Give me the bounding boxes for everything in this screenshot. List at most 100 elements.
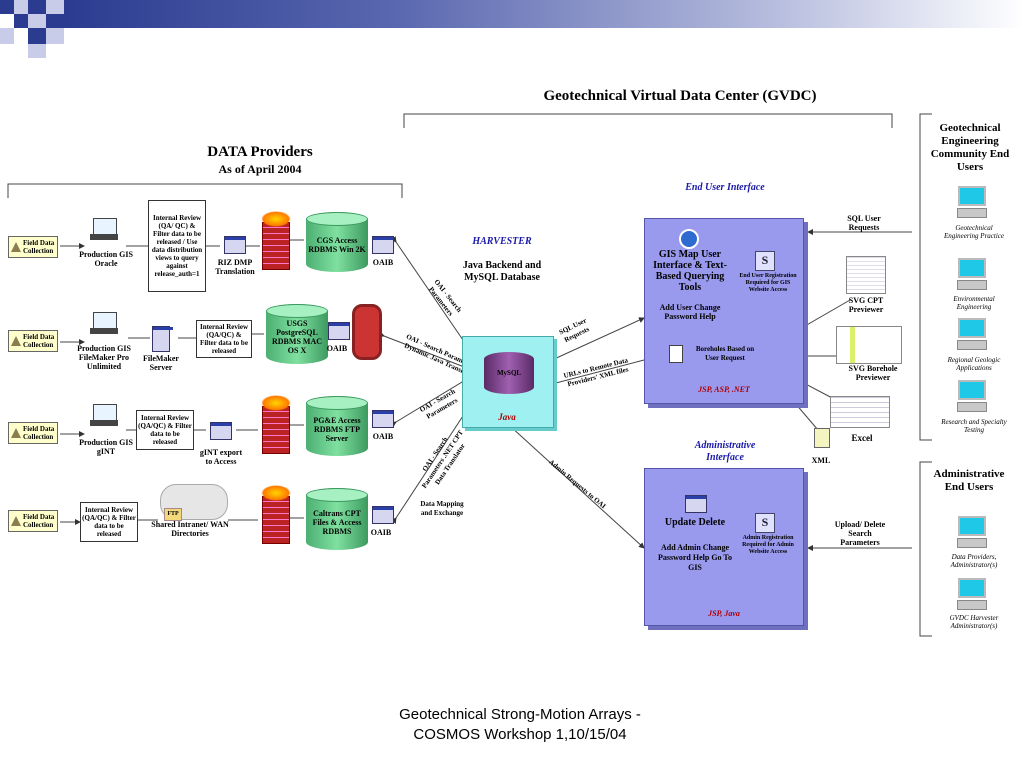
providers-subtitle: As of April 2004 [218, 162, 302, 176]
translation-label: RIZ DMP Translation [215, 258, 255, 276]
community-title: Geotechnical Engineering Community End U… [930, 122, 1010, 173]
window-icon [224, 236, 246, 254]
deco-square [46, 14, 64, 28]
end-user-panel: GIS Map User Interface & Text-Based Quer… [644, 218, 804, 404]
excel-label: Excel [851, 433, 873, 443]
firewall-ring-icon [352, 304, 382, 360]
end-user-items: Add User Change Password Help [659, 303, 721, 321]
document-icon [669, 345, 683, 363]
window-icon [210, 422, 232, 440]
production-gis-label: Production GIS FileMaker Pro Unlimited [77, 344, 131, 371]
window-icon [372, 506, 394, 524]
admin-registration: Admin Registration Required for Admin We… [742, 535, 794, 555]
computer-icon [90, 218, 118, 240]
admin-user-label: Data Providers, Administrator(s) [950, 553, 998, 569]
deco-square [28, 44, 46, 58]
review-box: Internal Review (QA/QC) & Filter data to… [196, 320, 252, 358]
oaib-label: OAIB [370, 528, 392, 537]
database-label: USGS PostgreSQL RDBMS MAC OS X [272, 319, 322, 355]
firewall-icon [261, 395, 291, 454]
excel-thumb [830, 396, 890, 428]
admin-heading: Administrative Interface [694, 440, 756, 463]
computer-icon [90, 312, 118, 334]
firewall-icon [261, 485, 291, 544]
borehole-preview-thumb [836, 326, 902, 364]
deco-square [46, 28, 64, 44]
computer-icon [957, 516, 987, 550]
deco-square [28, 14, 46, 28]
footer-line-2: COSMOS Workshop 1,10/15/04 [413, 726, 627, 743]
harvester-desc: Java Backend and MySQL Database [462, 260, 542, 283]
harvester-title: HARVESTER [472, 236, 532, 247]
server-icon [152, 326, 173, 352]
deco-square [14, 14, 28, 28]
field-data-box: Field Data Collection [8, 236, 58, 258]
field-data-box: Field Data Collection [8, 330, 58, 352]
end-user-heading: End User Interface [685, 182, 765, 193]
user-type-label: Research and Specialty Testing [941, 418, 1007, 434]
deco-square [28, 0, 46, 14]
arrow-label: Data Mapping and Exchange [420, 500, 464, 517]
production-gis-label: Production GIS Oracle [79, 250, 133, 268]
svg-borehole-label: SVG Borehole Previewer [848, 364, 898, 382]
oaib-label: OAIB [326, 344, 348, 353]
database-label: PG&E Access RDBMS FTP Server [313, 415, 361, 443]
mysql-cylinder: MySQL [484, 352, 534, 394]
upload-delete-label: Upload/ Delete Search Parameters [834, 520, 886, 547]
xml-label: XML [811, 456, 831, 465]
footer-line-1: Geotechnical Strong-Motion Arrays - [399, 706, 641, 723]
admin-panel: Update Delete Add Admin Change Password … [644, 468, 804, 626]
user-type-label: Geotechnical Engineering Practice [943, 224, 1005, 240]
xml-file-icon [814, 428, 830, 448]
review-box: Internal Review (QA/ QC) & Filter data t… [148, 200, 206, 292]
cpt-preview-thumb [846, 256, 886, 294]
user-type-label: Environmental Engineering [953, 295, 995, 311]
registration-icon: S [755, 251, 775, 271]
field-data-box: Field Data Collection [8, 422, 58, 444]
production-gis-label: Production GIS gINT [79, 438, 133, 456]
computer-icon [957, 258, 987, 292]
deco-square [14, 0, 28, 14]
computer-icon [957, 380, 987, 414]
header-gradient-bar [64, 0, 1024, 28]
database-label: Caltrans CPT Files & Access RDBMS [312, 508, 362, 536]
database-cylinder: USGS PostgreSQL RDBMS MAC OS X [266, 304, 328, 364]
globe-search-icon [679, 229, 699, 249]
translation-label: gINT export to Access [199, 448, 243, 466]
firewall-icon [261, 211, 291, 270]
database-label: CGS Access RDBMS Win 2K [308, 236, 366, 254]
window-icon [685, 495, 707, 513]
admin-tech: JSP, Java [708, 609, 740, 618]
sql-user-requests: SQL User Requests [847, 214, 881, 232]
deco-square [46, 0, 64, 14]
database-cylinder: PG&E Access RDBMS FTP Server [306, 396, 368, 456]
server-label: FileMaker Server [143, 354, 179, 372]
computer-icon [957, 578, 987, 612]
java-label: Java [498, 412, 516, 422]
end-user-tech: JSP, ASP, .NET [698, 385, 750, 394]
registration-icon: S [755, 513, 775, 533]
gis-map-text: GIS Map User Interface & Text-Based Quer… [653, 249, 727, 293]
oaib-label: OAIB [372, 258, 394, 267]
field-data-box: Field Data Collection [8, 510, 58, 532]
admin-users-title: Administrative End Users [933, 468, 1005, 493]
gvdc-title: Geotechnical Virtual Data Center (GVDC) [543, 88, 817, 104]
window-icon [372, 236, 394, 254]
deco-square [0, 28, 14, 44]
admin-main-text: Update Delete [664, 517, 726, 528]
ftp-folder-icon: FTP [164, 508, 182, 521]
computer-icon [957, 186, 987, 220]
user-type-label: Regional Geologic Applications [947, 356, 1001, 372]
providers-title: DATA Providers [207, 144, 313, 160]
oaib-label: OAIB [372, 432, 394, 441]
shared-label: Shared Intranet/ WAN Directories [151, 520, 229, 538]
computer-icon [957, 318, 987, 352]
database-cylinder: Caltrans CPT Files & Access RDBMS [306, 488, 368, 550]
admin-user-label: GVDC Harvester Administrator(s) [949, 614, 999, 630]
end-user-registration: End User Registration Required for GIS W… [739, 273, 797, 293]
database-cylinder: CGS Access RDBMS Win 2K [306, 212, 368, 272]
boreholes-text: Boreholes Based on User Request [695, 345, 755, 362]
window-icon [372, 410, 394, 428]
svg-cpt-label: SVG CPT Previewer [848, 296, 884, 314]
